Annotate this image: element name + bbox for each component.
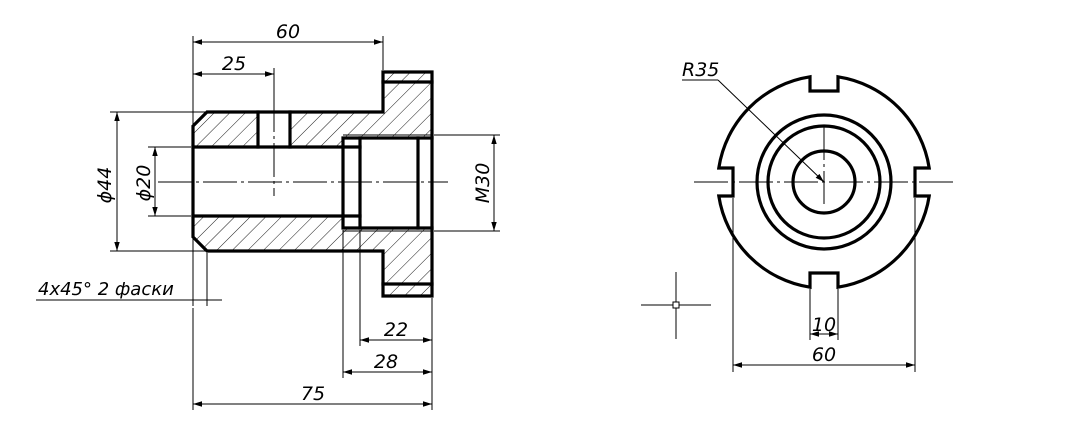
dim-bore-diameter: ϕ20 [133, 165, 155, 202]
front-view-outline [191, 70, 434, 298]
section-hatching [193, 72, 432, 296]
dim-width: 60 [812, 344, 836, 366]
dim-slot-width: 10 [812, 314, 836, 336]
dim-outer-diameter: ϕ44 [94, 167, 116, 204]
side-view: R35 10 60 [682, 59, 954, 372]
chamfer-note: 4x45° 2 фаски [38, 279, 174, 300]
dim-hole-position: 25 [222, 53, 246, 75]
dim-thread-depth: 22 [384, 319, 408, 341]
dim-radius: R35 [682, 59, 719, 81]
thread-counterbore [341, 136, 434, 230]
dim-overall-length: 75 [301, 383, 325, 405]
dim-counterbore-depth: 28 [374, 351, 398, 373]
dim-length-60-top: 60 [276, 21, 300, 43]
front-view: 60 25 ϕ44 ϕ20 M30 4x45° 2 фаски 22 [36, 21, 500, 410]
dim-thread: M30 [472, 163, 494, 204]
crosshair-cursor-icon [641, 272, 711, 339]
side-view-outer-contour [716, 74, 932, 290]
